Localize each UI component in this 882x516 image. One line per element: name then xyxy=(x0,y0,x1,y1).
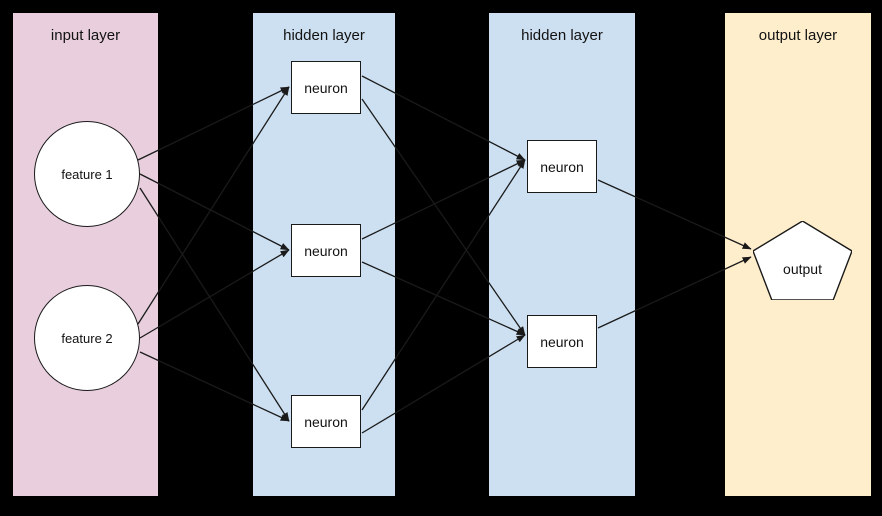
node-pentagon-output[interactable]: output xyxy=(753,221,852,300)
node-label: neuron xyxy=(540,158,584,175)
node-box-neuron[interactable]: neuron xyxy=(527,315,597,368)
node-label: neuron xyxy=(304,413,348,430)
layer-band-hidden2: hidden layer xyxy=(489,13,635,496)
layer-title-input: input layer xyxy=(50,27,121,44)
layer-title-output: output layer xyxy=(758,27,838,44)
node-label: neuron xyxy=(304,242,348,259)
layer-band-input: input layer xyxy=(13,13,158,496)
node-box-neuron[interactable]: neuron xyxy=(291,61,361,114)
node-box-neuron[interactable]: neuron xyxy=(291,395,361,448)
node-label: neuron xyxy=(304,79,348,96)
node-circle-feature-1[interactable]: feature 1 xyxy=(34,121,140,227)
node-box-neuron[interactable]: neuron xyxy=(291,224,361,277)
node-label: neuron xyxy=(540,333,584,350)
node-label: output xyxy=(783,260,822,277)
layer-title-hidden2: hidden layer xyxy=(521,27,603,44)
node-label: feature 2 xyxy=(61,330,113,346)
pentagon-shape xyxy=(753,221,852,300)
node-circle-feature-2[interactable]: feature 2 xyxy=(34,285,140,391)
node-box-neuron[interactable]: neuron xyxy=(527,140,597,193)
layer-title-hidden1: hidden layer xyxy=(283,27,365,44)
node-label: feature 1 xyxy=(61,166,113,182)
